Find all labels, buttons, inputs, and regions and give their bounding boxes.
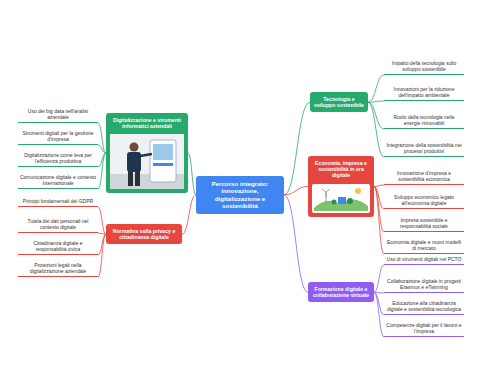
branch-connector <box>98 233 106 234</box>
subtopic-label: Collaborazione digitale in progetti Eras… <box>385 278 463 290</box>
branch-connector <box>368 101 384 102</box>
sun <box>355 188 361 194</box>
topic-label: Tecnologia e sviluppo sostenibile <box>314 96 364 108</box>
central-topic: Percorso integrato: innovazione, digital… <box>196 176 284 214</box>
subtopic-item: Impatto della tecnologia sullo sviluppo … <box>384 60 464 75</box>
topic-label: Normativa sulla privacy e cittadinanza d… <box>110 228 178 240</box>
kiosk-bar <box>153 163 173 166</box>
person-leg <box>128 171 133 186</box>
tree <box>332 200 337 205</box>
topic-label: Formazione digitale e collaborazione vir… <box>312 286 370 298</box>
branch-connector <box>374 265 384 292</box>
branch-box: Normativa sulla privacy e cittadinanza d… <box>106 224 182 244</box>
landscape-illustration <box>312 184 370 213</box>
subtopic-label: Impresa sostenibile e responsabilità soc… <box>385 217 463 229</box>
subtopic-item: Innovazione d'impresa e sostenibilità ec… <box>384 170 464 185</box>
subtopic-item: Sviluppo economico legato all'economia d… <box>384 194 464 209</box>
subtopic-label: Uso di strumenti digitali nel PCTO <box>385 256 463 262</box>
subtopic-label: Principi fondamentali del GDPR <box>19 198 97 204</box>
subtopic-label: Competenze digitali per il lavoro e l'im… <box>385 322 463 334</box>
subtopic-label: Sviluppo economico legato all'economia d… <box>385 194 463 206</box>
subtopic-label: Comunicazione digitale e contesto intern… <box>19 174 97 186</box>
subtopic-label: Protezioni legali nella digitalizzazione… <box>19 262 97 274</box>
branch-connector <box>182 195 196 234</box>
photo-ground <box>110 134 184 189</box>
branch-connector <box>368 75 384 102</box>
tree <box>347 198 353 204</box>
branch-connector <box>368 102 384 157</box>
subtopic-item: Innovazioni per la riduzione dell'impatt… <box>384 86 464 101</box>
subtopic-item: Tutela dei dati personali nel contesto d… <box>18 218 98 233</box>
subtopic-item: Uso di strumenti digitali nel PCTO <box>384 256 464 265</box>
branch-connector <box>284 102 310 195</box>
person-leg <box>135 171 140 186</box>
branch-connector <box>368 102 384 129</box>
subtopic-item: Protezioni legali nella digitalizzazione… <box>18 262 98 277</box>
kiosk-illustration <box>110 134 184 189</box>
person-arm <box>140 154 152 156</box>
branch-connector <box>284 195 308 292</box>
subtopic-item: Principi fondamentali del GDPR <box>18 198 98 207</box>
windmill-blades <box>322 189 330 197</box>
subtopic-label: Ruolo della tecnologia nelle energie rin… <box>385 114 463 126</box>
subtopic-item: Collaborazione digitale in progetti Eras… <box>384 278 464 293</box>
subtopic-label: Economia digitale e nuovi modelli di mer… <box>385 239 463 251</box>
subtopic-label: Educazione alla cittadinanza digitale e … <box>385 300 463 312</box>
branch-connector <box>284 187 308 195</box>
subtopic-item: Strumenti digitali per la gestione d'imp… <box>18 130 98 145</box>
subtopic-item: Economia digitale e nuovi modelli di mer… <box>384 239 464 254</box>
branch-connector <box>374 187 384 255</box>
subtopic-item: Impresa sostenibile e responsabilità soc… <box>384 217 464 232</box>
person-head <box>130 143 139 152</box>
subtopic-item: Digitalizzazione come leva per l'efficie… <box>18 152 98 167</box>
subtopic-item: Competenze digitali per il lavoro e l'im… <box>384 322 464 337</box>
subtopic-label: Uso dei big data nell'analisi aziendale <box>19 108 97 120</box>
branch-connector <box>374 185 384 187</box>
branch-connector <box>188 153 196 195</box>
subtopic-item: Educazione alla cittadinanza digitale e … <box>384 300 464 315</box>
subtopic-item: Cittadinanza digitale e responsabilità c… <box>18 240 98 255</box>
person-body <box>127 152 141 172</box>
branch-connector <box>98 234 106 277</box>
subtopic-item: Integrazione della sostenibilità nei pro… <box>384 142 464 157</box>
subtopic-label: Cittadinanza digitale e responsabilità c… <box>19 240 97 252</box>
branch-connector <box>98 207 106 234</box>
topic-label: Economia, impresa e sostenibilità in era… <box>312 160 370 179</box>
branch-box: Tecnologia e sviluppo sostenibile <box>310 92 368 112</box>
subtopic-item: Ruolo della tecnologia nelle energie rin… <box>384 114 464 129</box>
subtopic-label: Innovazione d'impresa e sostenibilità ec… <box>385 170 463 182</box>
topic-label: Percorso integrato: innovazione, digital… <box>200 180 280 210</box>
kiosk <box>150 140 176 182</box>
subtopic-item: Comunicazione digitale e contesto intern… <box>18 174 98 189</box>
branch-connector <box>98 123 106 153</box>
branch-box: Formazione digitale e collaborazione vir… <box>308 282 374 302</box>
card <box>312 184 370 213</box>
branch-connector <box>374 292 384 337</box>
house <box>338 197 346 204</box>
subtopic-label: Strumenti digitali per la gestione d'imp… <box>19 130 97 142</box>
subtopic-label: Tutela dei dati personali nel contesto d… <box>19 218 97 230</box>
topic-label: Digitalizzazione e strumenti informatici… <box>110 117 184 129</box>
branch-connector <box>98 153 106 189</box>
kiosk-screen <box>153 144 173 160</box>
subtopic-label: Digitalizzazione come leva per l'efficie… <box>19 152 97 164</box>
subtopic-label: Impatto della tecnologia sullo sviluppo … <box>385 60 463 72</box>
subtopic-label: Integrazione della sostenibilità nei pro… <box>385 142 463 154</box>
subtopic-label: Innovazioni per la riduzione dell'impatt… <box>385 86 463 98</box>
branch-connector <box>98 145 106 153</box>
subtopic-item: Uso dei big data nell'analisi aziendale <box>18 108 98 123</box>
